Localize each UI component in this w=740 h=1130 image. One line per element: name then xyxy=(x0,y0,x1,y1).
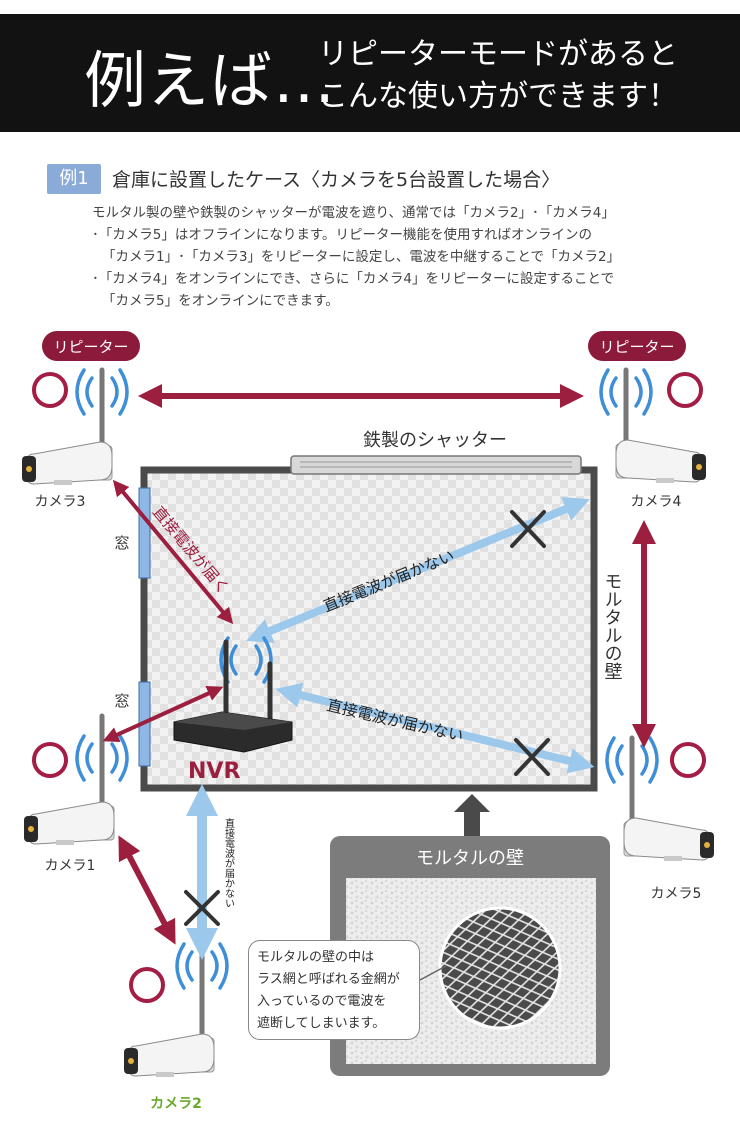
camera-2 xyxy=(123,941,229,1078)
repeater-badge-left: リピーター xyxy=(42,331,140,361)
mortar-note: モルタルの壁の中は ラス網と呼ばれる金網が 入っているので電波を 遮断してしまい… xyxy=(248,940,420,1040)
example-description: モルタル製の壁や鉄製のシャッターが電波を遮り、通常では「カメラ2」･「カメラ4」… xyxy=(92,202,692,312)
signal-reach-arrow xyxy=(112,479,234,625)
online-ring-icon xyxy=(32,372,68,408)
repeater-badge-label: リピーター xyxy=(53,338,128,356)
signal-blocked-label-vertical: 直接電波が届かない xyxy=(223,817,235,908)
description-line: モルタル製の壁や鉄製のシャッターが電波を遮り、通常では「カメラ2」･「カメラ4」 xyxy=(92,205,615,221)
window-label: 窓 xyxy=(114,534,129,552)
header-banner: 例えば… リピーターモードがあると こんな使い方ができます！ xyxy=(0,14,740,132)
repeater-badge-right: リピーター xyxy=(588,331,686,361)
camera-label: カメラ3 xyxy=(35,494,86,510)
description-line: ･「カメラ5」はオフラインになります。リピーター機能を使用すればオンラインの xyxy=(92,227,592,243)
description-line: ･「カメラ4」をオンラインにでき、さらに「カメラ4」をリピーターに設定することで xyxy=(92,271,615,287)
steel-shutter xyxy=(290,455,582,475)
blocked-x-icon xyxy=(510,510,546,548)
window-upper xyxy=(138,487,151,579)
camera-5 xyxy=(605,735,715,862)
mortar-note-line: 入っているので電波を xyxy=(257,994,387,1009)
repeater-badge-label: リピーター xyxy=(599,338,674,356)
camera-4 xyxy=(599,367,707,484)
blocked-x-icon xyxy=(184,890,220,926)
blocked-x-icon xyxy=(514,738,550,776)
camera-label: カメラ1 xyxy=(45,858,96,874)
description-line: 「カメラ5」をオンラインにできます。 xyxy=(102,293,339,309)
nvr-device xyxy=(173,636,293,753)
lath-mesh-icon xyxy=(438,906,562,1030)
pointer-arrow xyxy=(454,794,490,838)
nvr-label: NVR xyxy=(188,759,240,784)
online-ring-icon xyxy=(670,742,706,778)
window-label: 窓 xyxy=(114,692,129,710)
online-ring-icon xyxy=(667,372,703,408)
online-ring-icon xyxy=(32,742,68,778)
camera1-camera2-arrow xyxy=(118,835,176,945)
signal-blocked-arrow xyxy=(275,682,595,774)
header-title-big: 例えば… xyxy=(84,44,337,117)
online-ring-icon xyxy=(129,967,165,1003)
mortar-note-line: 遮断してしまいます。 xyxy=(257,1016,386,1031)
shutter-label: 鉄製のシャッター xyxy=(363,430,507,451)
camera-1 xyxy=(23,713,129,846)
header-subtitle-line2: こんな使い方ができます！ xyxy=(318,79,678,114)
header-subtitle-line1: リピーターモードがあると xyxy=(318,37,678,72)
header-subtitle: リピーターモードがあると こんな使い方ができます！ xyxy=(318,34,678,118)
mortar-note-line: ラス網と呼ばれる金網が xyxy=(257,972,400,987)
mortar-note-line: モルタルの壁の中は xyxy=(257,950,375,965)
camera-label: カメラ4 xyxy=(631,494,682,510)
mortar-panel-title: モルタルの壁 xyxy=(416,848,524,869)
example-title: 倉庫に設置したケース〈カメラを5台設置した場合〉 xyxy=(112,169,561,191)
example-badge: 例1 xyxy=(47,164,101,194)
signal-reach-arrow xyxy=(102,686,224,742)
mortar-wall-vertical-label: モルタルの壁 xyxy=(602,572,623,680)
camera-3 xyxy=(21,367,129,486)
camera-label: カメラ5 xyxy=(651,886,702,902)
camera-label: カメラ2 xyxy=(150,1096,202,1112)
description-line: 「カメラ1」･「カメラ3」をリピーターに設定し、電波を中継することで「カメラ2」 xyxy=(102,249,621,265)
